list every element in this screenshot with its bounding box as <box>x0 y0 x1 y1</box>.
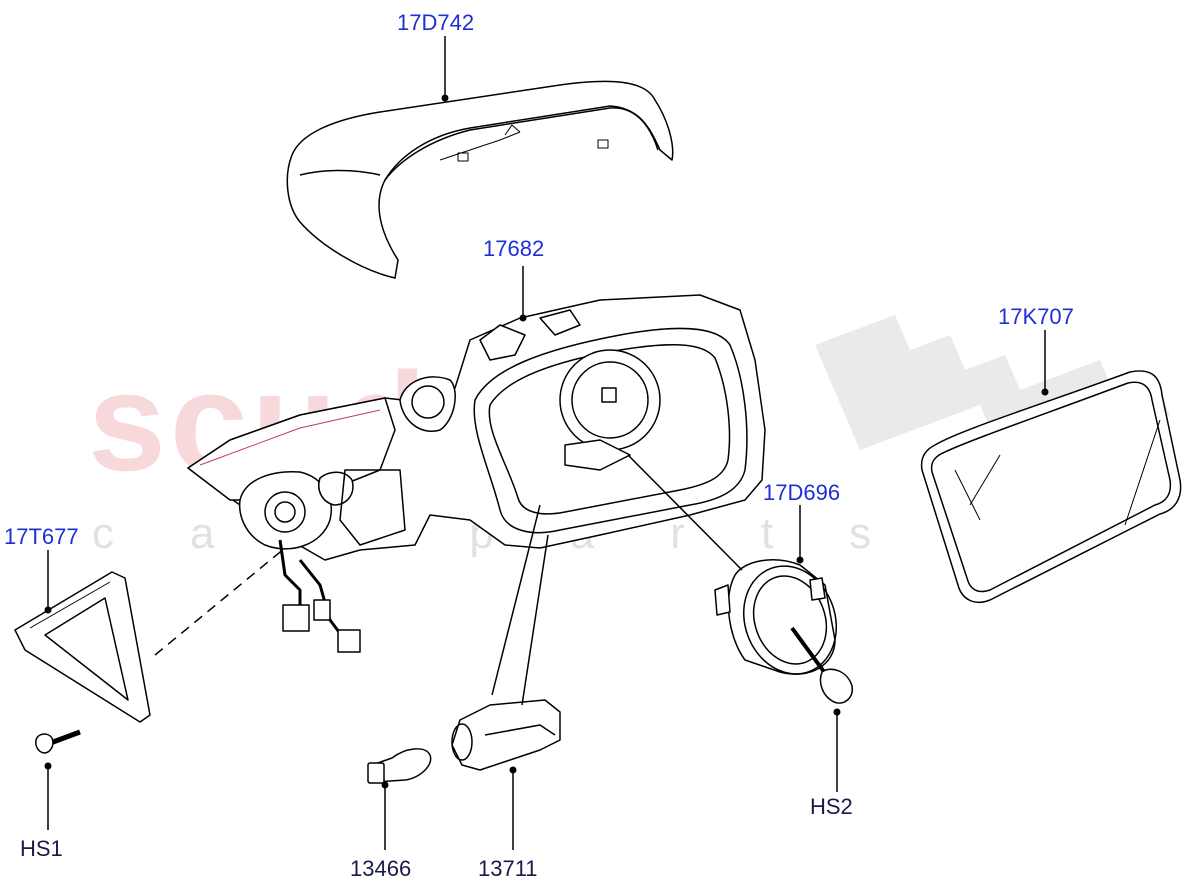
lamp-bulb <box>367 748 432 784</box>
puddle-lamp-housing <box>451 699 561 771</box>
callout-17T677[interactable]: 17T677 <box>4 524 79 549</box>
callout-13466[interactable]: 13466 <box>350 856 412 881</box>
mirror-cap-cover <box>286 80 674 279</box>
callout-HS2[interactable]: HS2 <box>810 794 853 819</box>
glass-actuator-motor <box>714 559 853 704</box>
callout-17682[interactable]: 17682 <box>483 236 545 261</box>
callout-17D696[interactable]: 17D696 <box>763 480 841 505</box>
callout-13711[interactable]: 13711 <box>478 856 538 881</box>
callout-HS1[interactable]: HS1 <box>20 836 63 861</box>
leader-lines <box>47 36 1046 850</box>
mirror-base-seal <box>14 571 151 754</box>
mirror-housing-assembly <box>187 294 766 653</box>
leader-dots <box>44 94 1049 789</box>
mirror-glass <box>920 370 1182 604</box>
callout-17K707[interactable]: 17K707 <box>998 304 1074 329</box>
callout-17D742[interactable]: 17D742 <box>397 10 475 35</box>
